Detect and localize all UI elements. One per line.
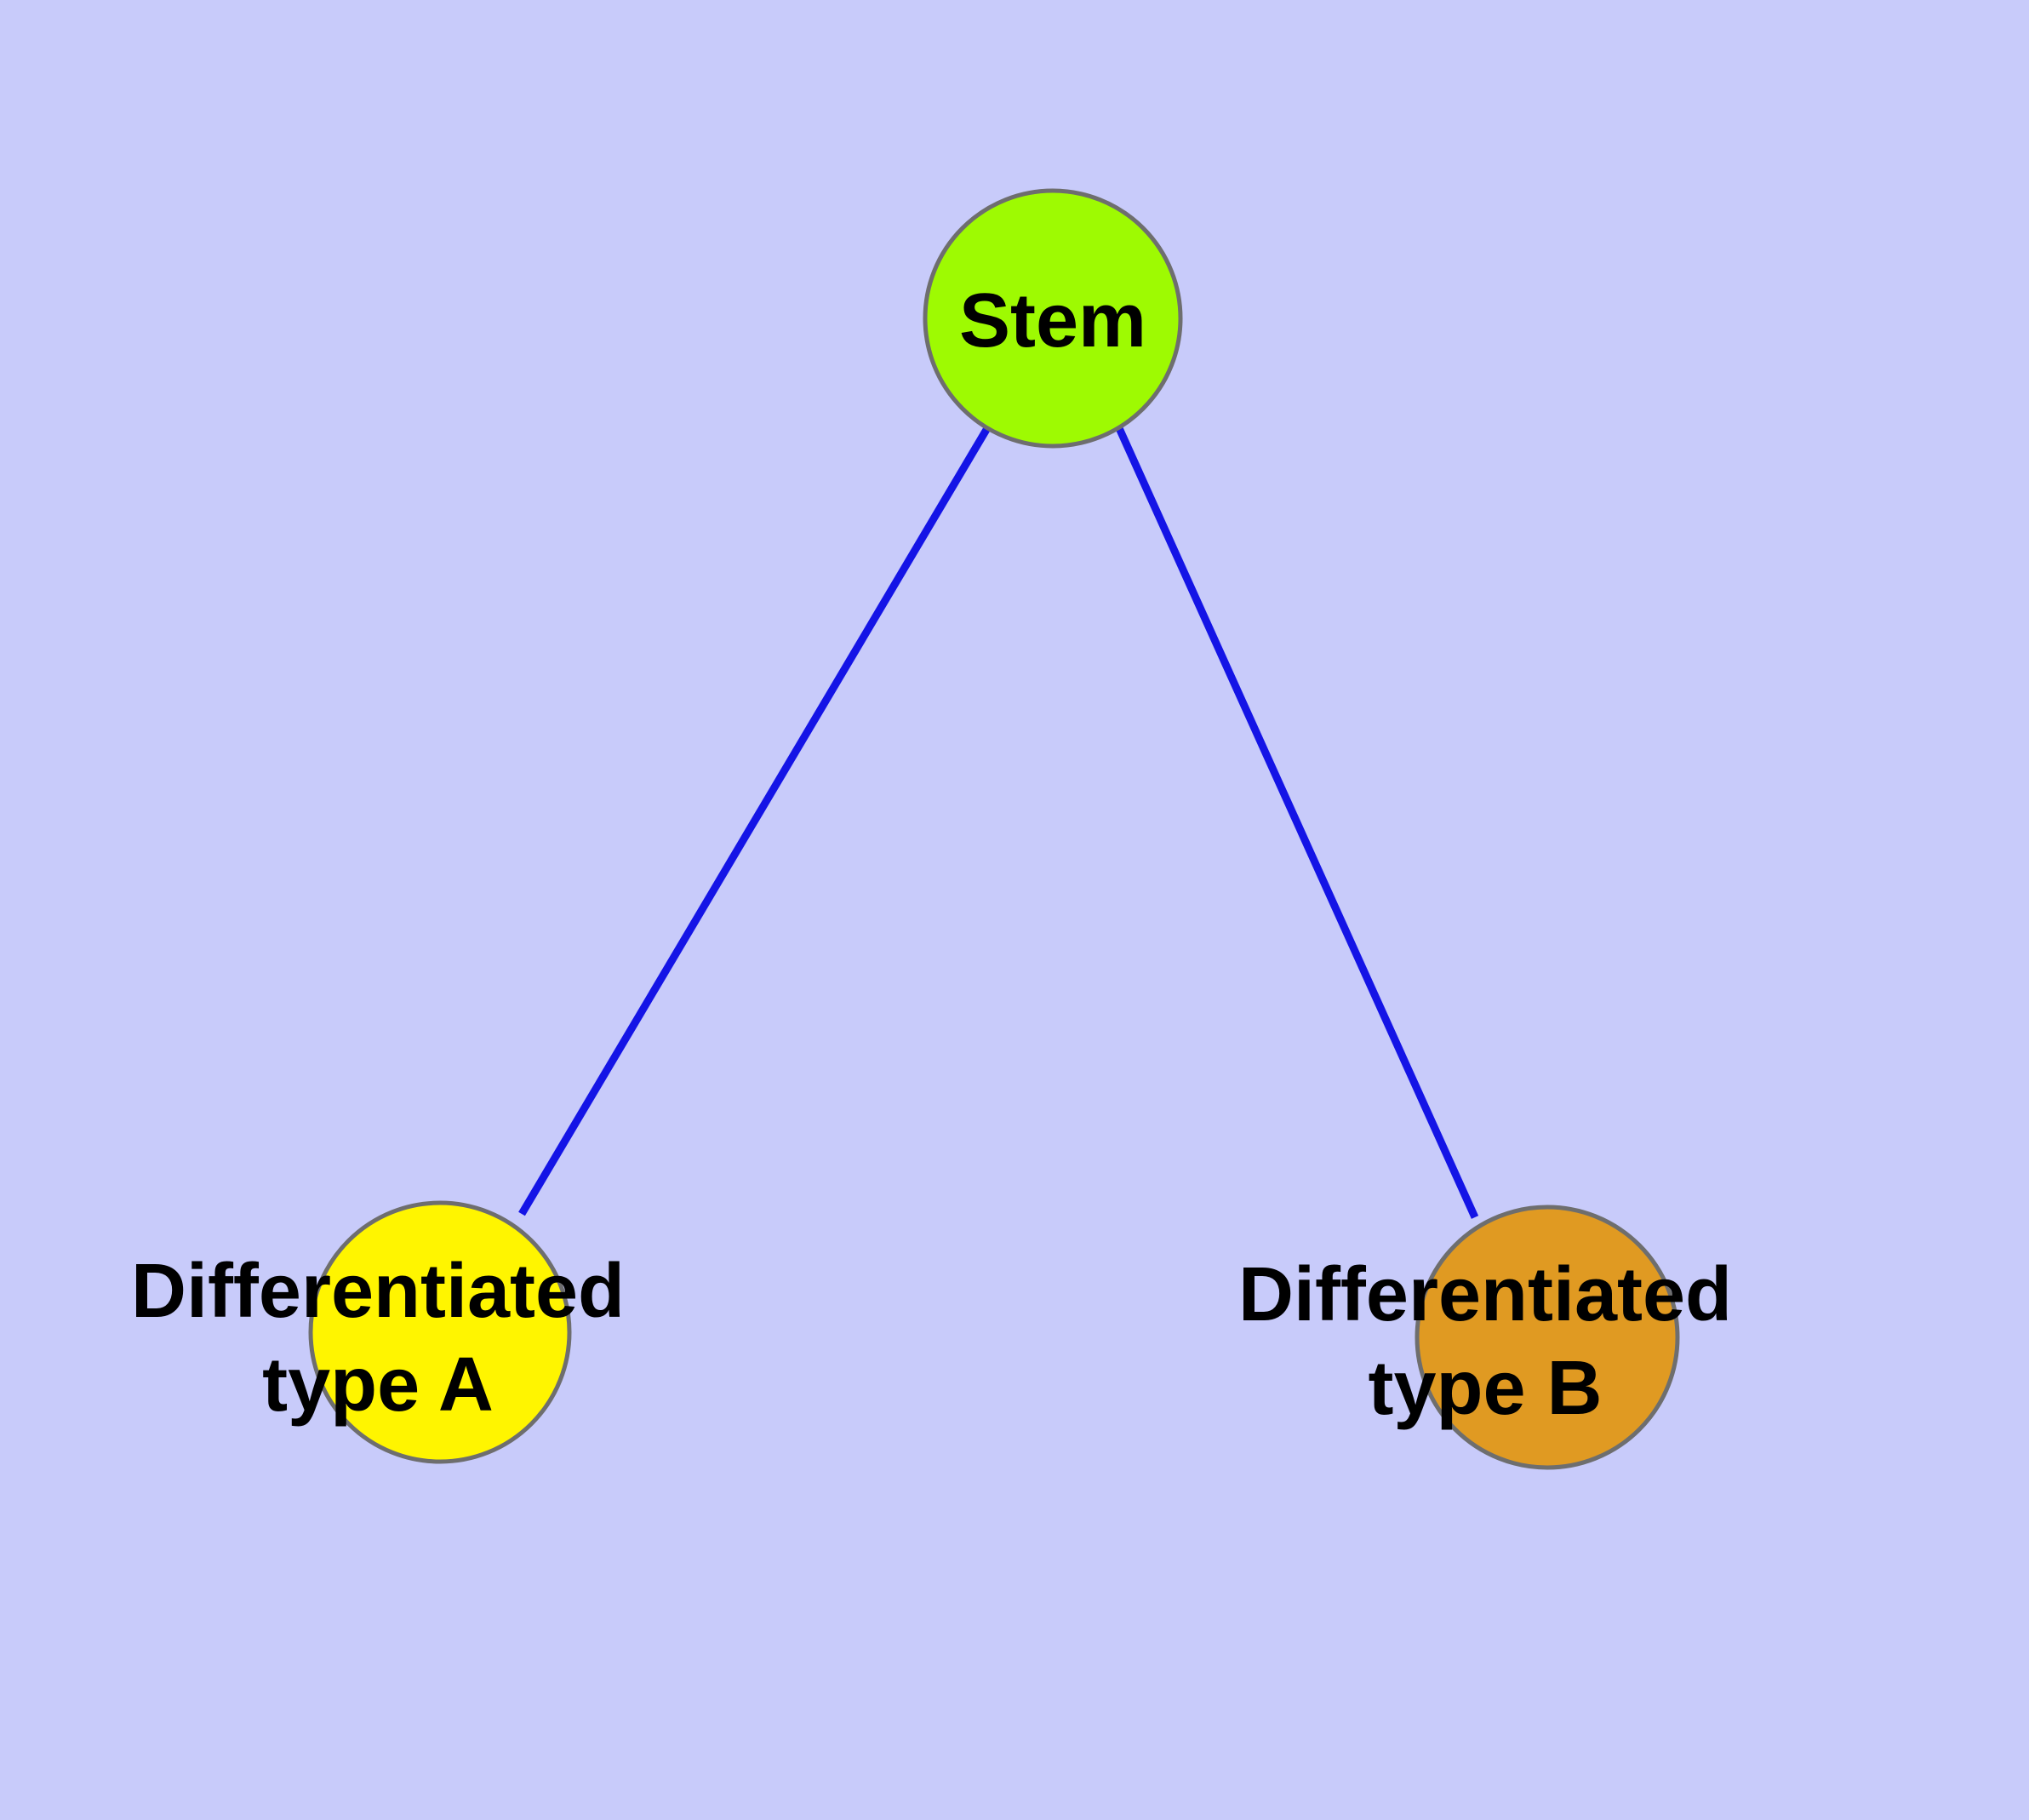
edges-layer bbox=[518, 426, 1479, 1219]
graph-node-label-line: type B bbox=[1368, 1346, 1602, 1431]
graph-node-diff_b[interactable] bbox=[1415, 1205, 1680, 1470]
graph-edge-stem-to-b bbox=[1115, 426, 1479, 1219]
nodes-layer bbox=[308, 188, 1680, 1470]
graph-node-diff_a[interactable] bbox=[308, 1200, 572, 1464]
graph-node-label-line: Differentiated bbox=[1238, 1252, 1732, 1337]
graph-node-stem[interactable] bbox=[923, 188, 1183, 449]
graph-node-label-line: Stem bbox=[959, 278, 1146, 363]
graph-edge-stem-to-a bbox=[518, 426, 991, 1216]
graph-node-label-line: Differentiated bbox=[131, 1249, 625, 1334]
graph-node-label-line: type A bbox=[262, 1342, 494, 1428]
graph-node-label-stem: Stem bbox=[959, 278, 1146, 363]
graph-node-label-diff_b: Differentiated type B bbox=[1238, 1252, 1732, 1431]
